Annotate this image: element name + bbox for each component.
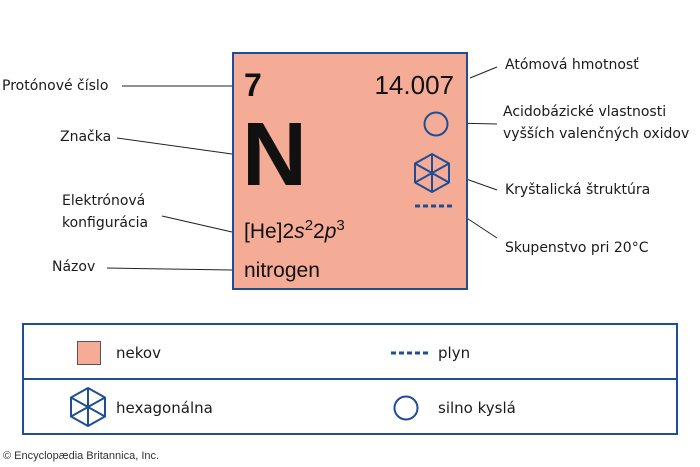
config-core: [He]2 (244, 220, 295, 243)
legend-divider (24, 378, 676, 380)
config-s: s (294, 220, 305, 243)
label-proton-number: Protónové číslo (2, 78, 109, 94)
name-connector (106, 267, 233, 271)
config-p: p (324, 220, 337, 243)
legend: nekov plyn hexagonálna silno kyslá (22, 323, 678, 435)
label-atomic-mass: Atómová hmotnosť (505, 57, 639, 73)
config-s-exponent: 2 (304, 217, 314, 234)
electron-config-connector (161, 215, 233, 233)
legend-strongly-acidic: silno kyslá (438, 399, 516, 417)
atomic-number: 7 (244, 67, 262, 103)
label-acid-base-line2: vyšších valenčných oxidov (503, 126, 690, 142)
label-acid-base-line1: Acidobázické vlastnosti (503, 104, 667, 120)
atomic-mass-connector (469, 66, 498, 79)
label-electron-config-line2: konfigurácia (62, 215, 149, 231)
atomic-mass: 14.007 (374, 70, 454, 100)
legend-gas: plyn (438, 344, 471, 362)
element-name: nitrogen (244, 259, 320, 282)
credit-text: © Encyclopædia Britannica, Inc. (3, 450, 160, 462)
config-p-exponent: 3 (336, 217, 345, 234)
legend-nonmetal: nekov (116, 344, 161, 362)
dashed-line-icon (415, 204, 453, 208)
element-tile: 7 14.007 N [He]2s22p3 nitrogen (232, 52, 468, 290)
legend-hexagonal-crystal-icon (70, 387, 106, 427)
nonmetal-swatch-icon (77, 341, 101, 365)
legend-hexagonal: hexagonálna (116, 399, 213, 417)
config-shell-2: 2 (313, 220, 325, 243)
legend-circle-icon (393, 395, 419, 421)
label-state: Skupenstvo pri 20°C (505, 240, 649, 256)
circle-icon (423, 111, 449, 137)
label-crystal-structure: Kryštalická štruktúra (505, 182, 651, 198)
legend-dashed-line-icon (391, 351, 429, 355)
hexagonal-crystal-icon (414, 153, 450, 193)
label-electron-config-line1: Elektrónová (62, 193, 146, 209)
symbol-connector (116, 137, 233, 155)
electron-configuration: [He]2s22p3 (244, 217, 345, 244)
label-symbol: Značka (60, 129, 112, 145)
element-symbol: N (242, 105, 307, 205)
label-name: Názov (52, 259, 96, 275)
